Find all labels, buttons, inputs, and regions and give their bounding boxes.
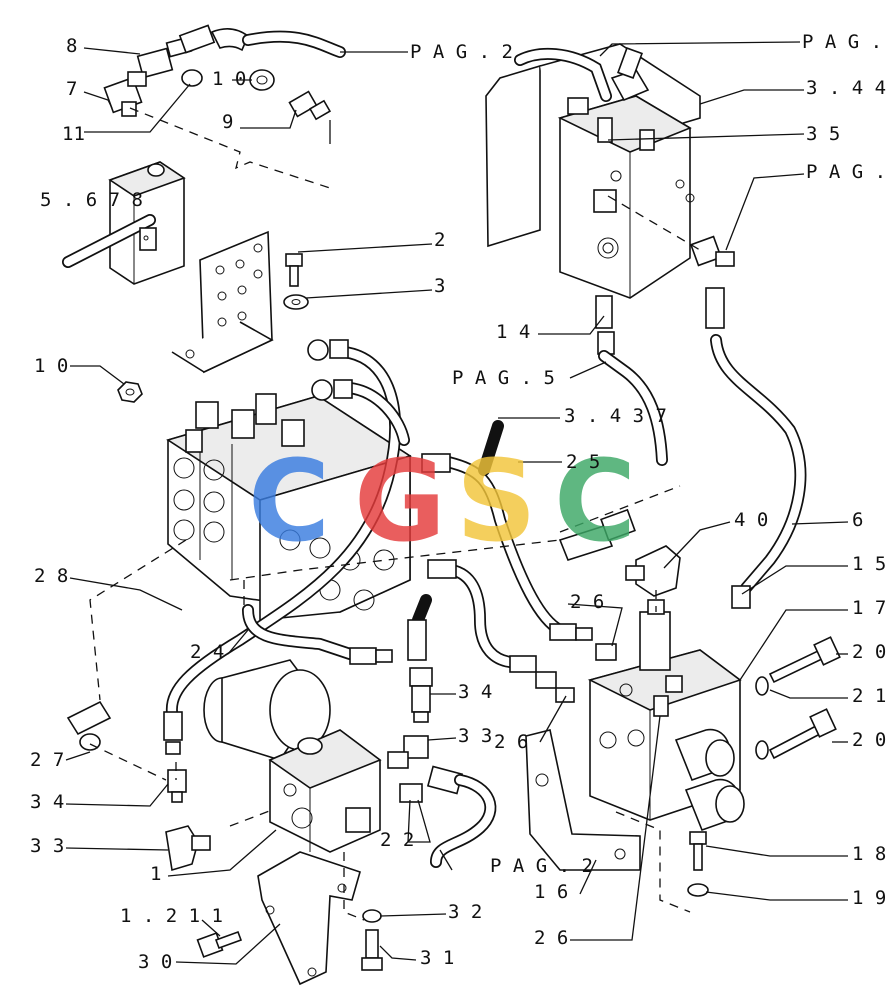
callout-24: 2 4 <box>190 641 224 663</box>
callout-35: 3 5 <box>806 123 840 145</box>
pag5-hose <box>598 350 668 466</box>
watermark-letter-g: G <box>354 437 446 567</box>
callout-3: 3 <box>434 275 445 297</box>
callout-19: 1 9 <box>852 887 886 909</box>
callout-33-mid: 3 3 <box>458 725 492 747</box>
bolt-2-washer-3 <box>283 253 309 310</box>
watermark-letter-c2: C <box>554 437 636 567</box>
callout-5-678: 5 . 6 7 8 <box>40 189 143 211</box>
callout-labels: 8 7 11 1 0 9 P A G . 2 P A G . 3 . 4 4 3… <box>30 31 886 973</box>
callout-pag2-bottom: P A G . 2 <box>490 855 593 877</box>
callout-34-left: 3 4 <box>30 791 64 813</box>
pag2-lower-hose <box>399 765 497 868</box>
pump-1 <box>203 659 382 853</box>
bracket-30 <box>196 851 383 986</box>
callout-18: 1 8 <box>852 843 886 865</box>
callout-26-mid: 2 6 <box>494 731 528 753</box>
callout-33-left: 3 3 <box>30 835 64 857</box>
callout-25: 2 5 <box>566 451 600 473</box>
callout-1: 1 <box>150 863 161 885</box>
bracket-16 <box>525 729 641 871</box>
callout-1-211: 1 . 2 1 1 <box>120 905 223 927</box>
callout-pag2-top: P A G . 2 <box>410 41 513 63</box>
mounting-bracket-upper <box>171 230 274 374</box>
callout-20-lower: 2 0 <box>852 729 886 751</box>
hose-6 <box>705 287 807 609</box>
callout-11: 11 <box>62 123 85 145</box>
callout-7: 7 <box>66 78 77 100</box>
hydraulic-tank-344 <box>485 43 701 299</box>
callout-27: 2 7 <box>30 749 64 771</box>
dashed-assembly-lines <box>89 107 701 921</box>
tank-side-elbow <box>689 235 735 267</box>
callout-17: 1 7 <box>852 597 886 619</box>
callout-pag-right-1: P A G . <box>802 31 882 53</box>
callout-9: 9 <box>222 111 233 133</box>
callout-2: 2 <box>434 229 445 251</box>
callout-6: 6 <box>852 509 863 531</box>
callout-22: 2 2 <box>380 829 414 851</box>
valve-bank-hoses <box>165 339 566 718</box>
callout-31: 3 1 <box>420 947 454 969</box>
callout-14: 1 4 <box>496 321 530 343</box>
watermark-letter-s: S <box>456 437 537 567</box>
bolt-18-washer-19 <box>687 831 709 897</box>
bolts-20-washers-21 <box>755 636 841 760</box>
callout-40: 4 0 <box>734 509 768 531</box>
watermark-letter-c1: C <box>248 437 330 567</box>
callout-16: 1 6 <box>534 881 568 903</box>
hose-28-fittings <box>66 700 211 872</box>
callout-3-437: 3 . 4 3 7 <box>564 405 667 427</box>
callout-21: 2 1 <box>852 685 886 707</box>
callout-10-top: 1 0 <box>212 68 246 90</box>
callout-32: 3 2 <box>448 901 482 923</box>
valve-block-17 <box>587 599 745 832</box>
callout-10-left: 1 0 <box>34 355 68 377</box>
leader-lines <box>65 41 849 965</box>
nut-10 <box>117 381 143 403</box>
callout-26-lower: 2 6 <box>534 927 568 949</box>
valve-assembly-5678 <box>62 161 186 285</box>
callout-20-upper: 2 0 <box>852 641 886 663</box>
callout-30: 3 0 <box>138 951 172 973</box>
callout-15: 1 5 <box>852 553 886 575</box>
middle-fittings <box>349 623 617 769</box>
callout-3-44: 3 . 4 4 <box>806 77 886 99</box>
watermark-cgsc: C G S C <box>248 437 636 567</box>
callout-26-upper: 2 6 <box>570 591 604 613</box>
fitting-40 <box>558 508 681 597</box>
callout-pag-right-2: P A G . <box>806 161 886 183</box>
tank-top-hose <box>514 47 615 355</box>
callout-8: 8 <box>66 35 77 57</box>
callout-pag5: P A G . 5 <box>452 367 555 389</box>
callout-28: 2 8 <box>34 565 68 587</box>
callout-34-mid: 3 4 <box>458 681 492 703</box>
